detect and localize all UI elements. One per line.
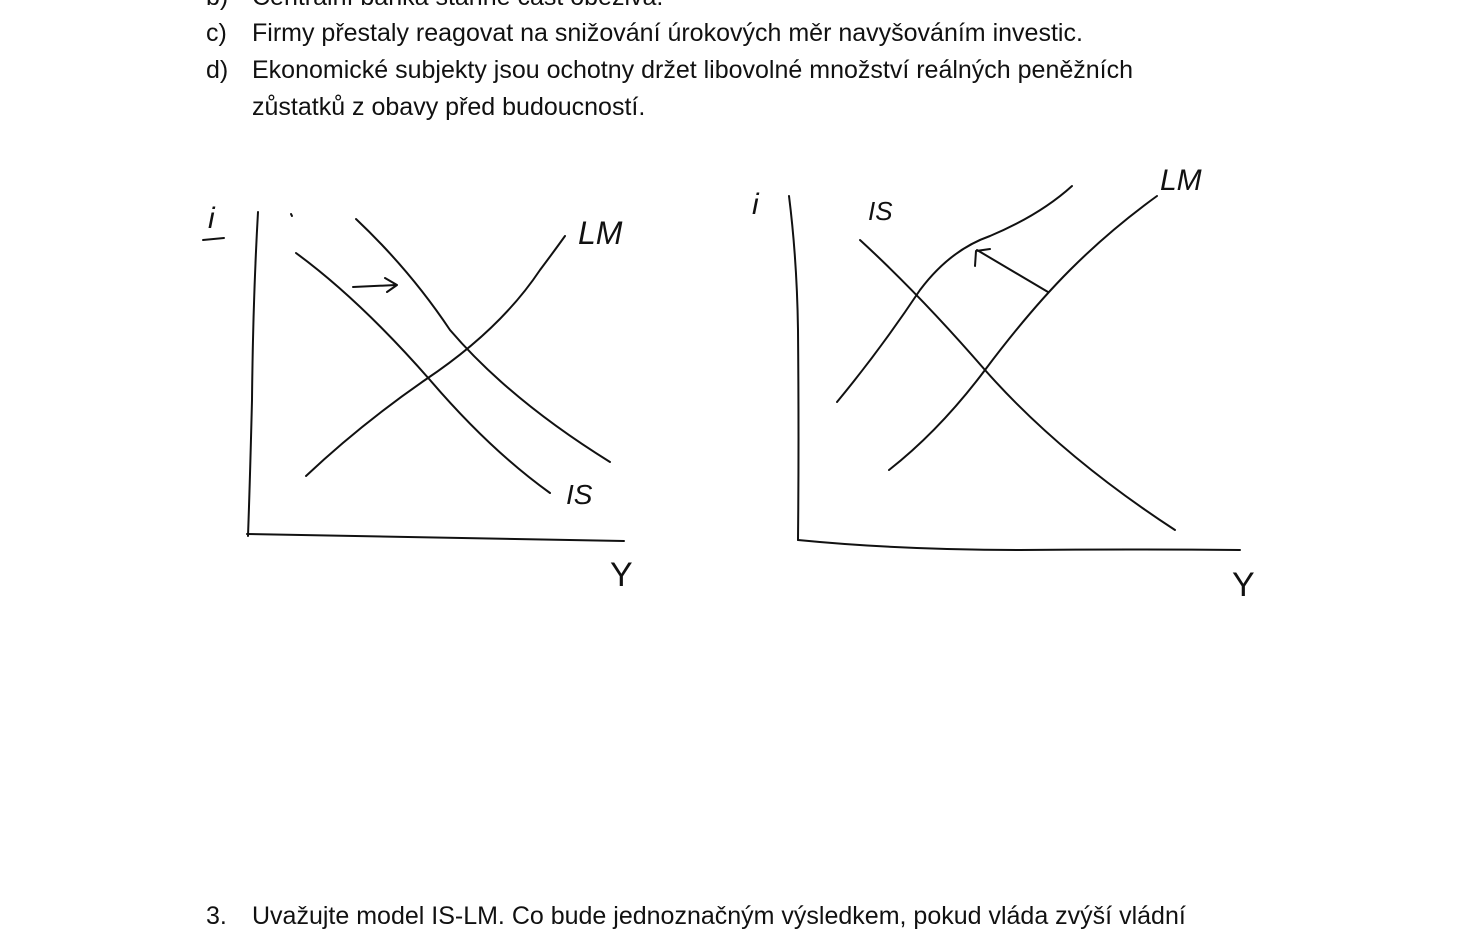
list-item-b: b)Centrální banka stáhne část oběživa. xyxy=(206,0,663,12)
list-marker: c) xyxy=(206,19,227,47)
is-lm-diagram-right: i Y LM IS xyxy=(752,164,1255,604)
list-marker: d) xyxy=(206,56,229,84)
lm-curve-shifted xyxy=(836,185,1073,403)
lm-label: LM xyxy=(1160,164,1202,197)
is-label: IS xyxy=(566,479,593,510)
question-number: 3. xyxy=(206,902,227,930)
lm-label: LM xyxy=(578,215,623,251)
list-item-d: d) Ekonomické subjekty jsou ochotny držet… xyxy=(206,55,1133,85)
y-axis-label: i xyxy=(752,188,760,221)
is-label: IS xyxy=(868,196,893,226)
lm-curve xyxy=(305,235,566,477)
x-axis-label: Y xyxy=(610,556,633,594)
shift-arrow-icon xyxy=(974,248,1049,293)
x-axis xyxy=(246,533,625,542)
question-text: Uvažujte model IS-LM. Co bude jednoznačn… xyxy=(252,902,1186,930)
x-axis xyxy=(797,539,1241,551)
lm-curve-initial xyxy=(888,195,1158,471)
shift-arrow-icon xyxy=(352,277,398,293)
is-curve-initial xyxy=(295,252,551,494)
list-item-text: Centrální banka stáhne část oběživa. xyxy=(252,0,663,11)
list-item-text: Firmy přestaly reagovat na snižování úro… xyxy=(252,19,1083,47)
is-lm-diagram-left: i Y LM IS xyxy=(202,202,633,594)
y-axis xyxy=(788,195,800,541)
list-item-c: c) Firmy přestaly reagovat na snižování ú… xyxy=(206,18,1083,48)
list-item-d-continuation: zůstatků z obavy před budoucností. xyxy=(252,93,646,121)
is-curve xyxy=(859,239,1176,531)
list-item-text: Ekonomické subjekty jsou ochotny držet l… xyxy=(252,56,1134,84)
question-3: 3. Uvažujte model IS-LM. Co bude jednozna… xyxy=(206,901,1186,931)
list-marker: b) xyxy=(206,0,252,12)
is-curve-shifted xyxy=(355,218,611,463)
y-axis-label-underline xyxy=(202,237,225,241)
y-axis xyxy=(247,211,259,537)
dot-mark xyxy=(290,213,293,217)
y-axis-label: i xyxy=(208,202,216,235)
x-axis-label: Y xyxy=(1232,566,1255,604)
